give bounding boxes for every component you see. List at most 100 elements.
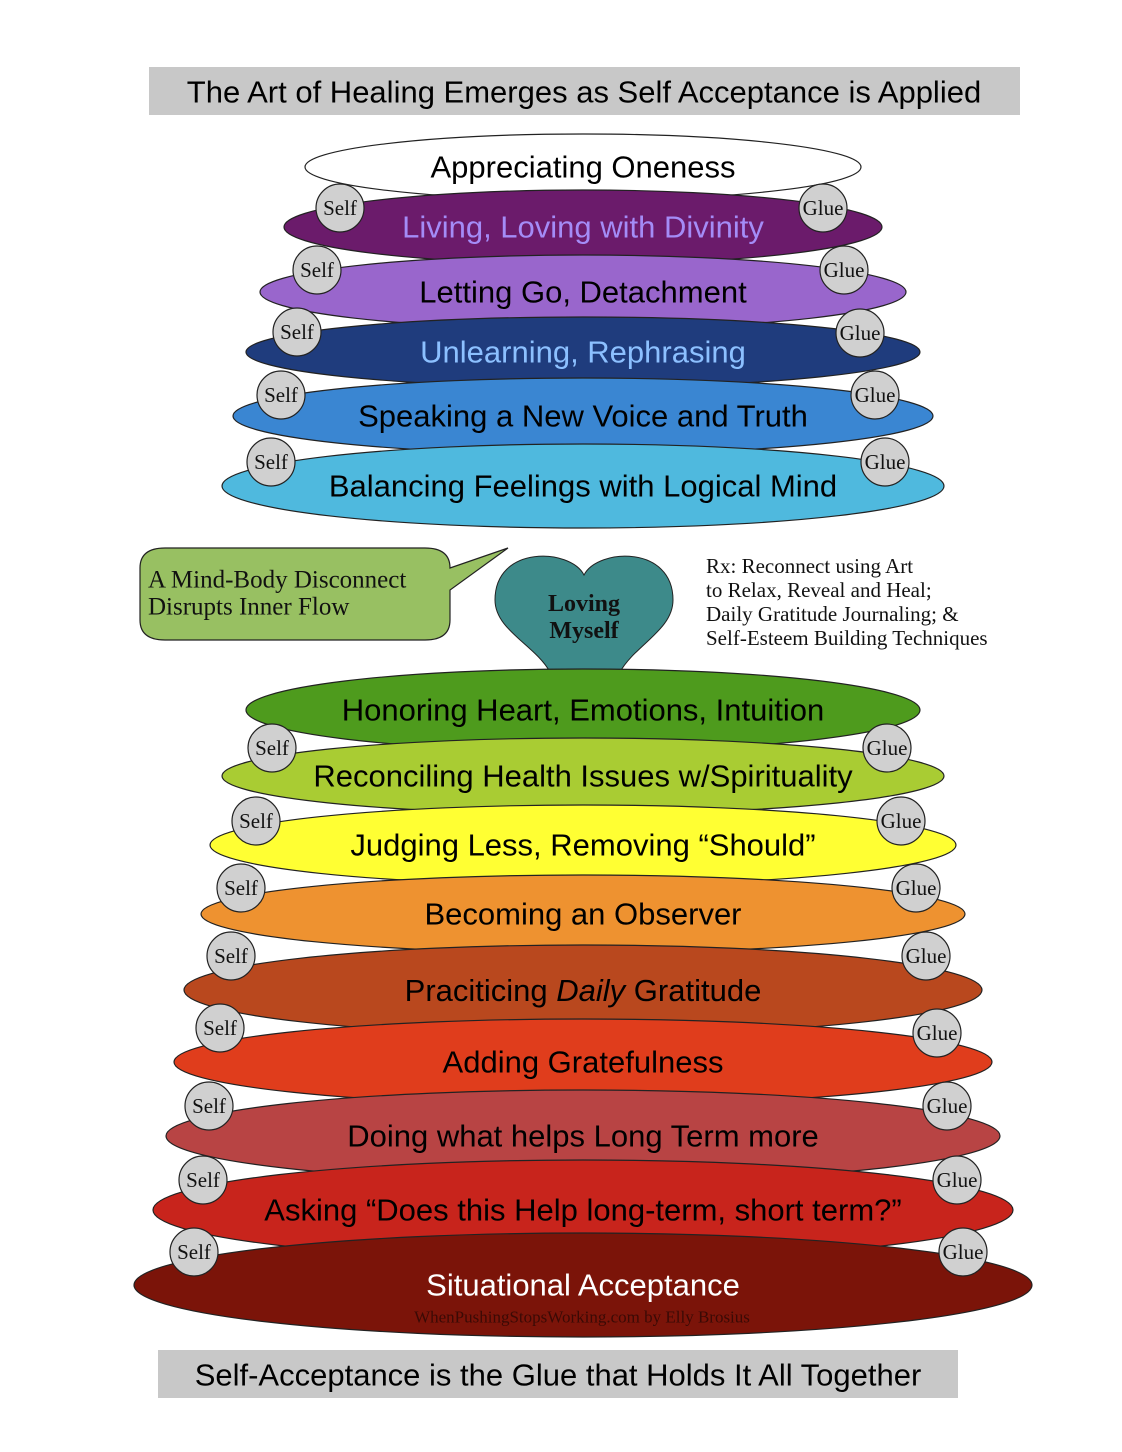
glue-badge-label: Glue bbox=[917, 1021, 958, 1045]
self-badge-label: Self bbox=[254, 450, 288, 474]
self-badge-circle bbox=[178, 1155, 228, 1205]
heart-line-2: Myself bbox=[549, 618, 619, 644]
layer-label: Praciticing Daily Gratitude bbox=[405, 973, 762, 1008]
lower-layer-5: Adding Gratefulness Self Glue bbox=[173, 1003, 993, 1106]
self-badge: Self bbox=[195, 1003, 245, 1053]
rx-line-1: Rx: Reconnect using Art bbox=[706, 554, 913, 578]
self-badge: Self bbox=[292, 245, 342, 295]
self-badge-circle bbox=[247, 723, 297, 773]
layer-label: Reconciling Health Issues w/Spirituality bbox=[313, 759, 853, 794]
self-badge: Self bbox=[246, 437, 296, 487]
glue-badge-circle bbox=[938, 1227, 988, 1277]
glue-badge: Glue bbox=[860, 437, 910, 487]
heart: Loving Myself bbox=[494, 555, 674, 673]
self-badge-circle bbox=[195, 1003, 245, 1053]
layer-ellipse bbox=[221, 443, 945, 529]
glue-badge: Glue bbox=[835, 308, 885, 358]
layer-label-part: Gratitude bbox=[625, 973, 761, 1008]
self-badge-label: Self bbox=[186, 1168, 220, 1192]
glue-badge-label: Glue bbox=[867, 736, 908, 760]
self-badge-label: Self bbox=[255, 736, 289, 760]
glue-badge: Glue bbox=[819, 245, 869, 295]
layer-label: Doing what helps Long Term more bbox=[347, 1119, 819, 1154]
self-badge: Self bbox=[169, 1227, 219, 1277]
speech-bubble-line-2: Disrupts Inner Flow bbox=[148, 594, 349, 621]
title: The Art of Healing Emerges as Self Accep… bbox=[187, 75, 981, 110]
self-badge-label: Self bbox=[214, 944, 248, 968]
glue-badge-circle bbox=[922, 1081, 972, 1131]
self-badge-circle bbox=[272, 307, 322, 357]
glue-badge: Glue bbox=[850, 370, 900, 420]
upper-layer-3: Unlearning, Rephrasing Self Glue bbox=[245, 307, 921, 388]
self-badge-label: Self bbox=[239, 809, 273, 833]
lower-layer-4: Praciticing Daily Gratitude Self Glue bbox=[183, 931, 983, 1036]
rx-line-4: Self-Esteem Building Techniques bbox=[706, 626, 988, 650]
self-badge: Self bbox=[178, 1155, 228, 1205]
glue-badge: Glue bbox=[922, 1081, 972, 1131]
self-badge: Self bbox=[184, 1081, 234, 1131]
glue-badge-label: Glue bbox=[937, 1168, 978, 1192]
lower-layer-7: Asking “Does this Help long-term, short … bbox=[152, 1155, 1014, 1261]
glue-badge: Glue bbox=[798, 183, 848, 233]
rx-note: Rx: Reconnect using Art to Relax, Reveal… bbox=[706, 554, 988, 650]
self-badge-label: Self bbox=[264, 383, 298, 407]
glue-badge-label: Glue bbox=[881, 809, 922, 833]
self-badge: Self bbox=[216, 863, 266, 913]
layer-label-part: Praciticing bbox=[405, 973, 557, 1008]
glue-badge: Glue bbox=[901, 931, 951, 981]
heart-line-1: Loving bbox=[548, 591, 620, 617]
layer-label: Unlearning, Rephrasing bbox=[420, 335, 746, 370]
layer-label: Speaking a New Voice and Truth bbox=[358, 399, 808, 434]
lower-layer-0: Honoring Heart, Emotions, Intuition bbox=[245, 668, 921, 752]
layer-label: Asking “Does this Help long-term, short … bbox=[264, 1193, 901, 1228]
upper-layer-4: Speaking a New Voice and Truth Self Glue bbox=[232, 370, 934, 455]
lower-layer-stack: Honoring Heart, Emotions, IntuitionRecon… bbox=[133, 668, 1033, 1338]
layer-label: Adding Gratefulness bbox=[443, 1045, 724, 1080]
glue-badge-label: Glue bbox=[865, 450, 906, 474]
self-badge-circle bbox=[206, 931, 256, 981]
layer-label: Becoming an Observer bbox=[424, 897, 741, 932]
glue-badge-circle bbox=[876, 796, 926, 846]
title-banner bbox=[149, 67, 1020, 115]
self-badge-label: Self bbox=[192, 1094, 226, 1118]
footer-banner bbox=[158, 1350, 958, 1398]
self-badge: Self bbox=[231, 796, 281, 846]
self-badge: Self bbox=[256, 370, 306, 420]
glue-badge-circle bbox=[912, 1008, 962, 1058]
glue-badge-circle bbox=[835, 308, 885, 358]
lower-layer-6: Doing what helps Long Term more Self Glue bbox=[165, 1081, 1001, 1183]
self-badge-circle bbox=[315, 183, 365, 233]
glue-badge-label: Glue bbox=[855, 383, 896, 407]
self-badge-circle bbox=[231, 796, 281, 846]
lower-layer-8: Situational Acceptance Self Glue bbox=[133, 1227, 1033, 1338]
glue-badge-label: Glue bbox=[906, 944, 947, 968]
self-badge-label: Self bbox=[323, 196, 357, 220]
self-badge: Self bbox=[315, 183, 365, 233]
glue-badge-circle bbox=[891, 863, 941, 913]
glue-badge-circle bbox=[862, 723, 912, 773]
self-badge-circle bbox=[292, 245, 342, 295]
self-badge-label: Self bbox=[203, 1016, 237, 1040]
layer-label: Situational Acceptance bbox=[426, 1268, 740, 1303]
glue-badge-label: Glue bbox=[896, 876, 937, 900]
glue-badge-circle bbox=[798, 183, 848, 233]
rx-line-2: to Relax, Reveal and Heal; bbox=[706, 578, 932, 602]
layer-label: Judging Less, Removing “Should” bbox=[350, 828, 815, 863]
glue-badge: Glue bbox=[938, 1227, 988, 1277]
self-badge-label: Self bbox=[280, 320, 314, 344]
upper-layer-0: Appreciating Oneness bbox=[304, 133, 862, 201]
self-badge-label: Self bbox=[177, 1240, 211, 1264]
upper-layer-5: Balancing Feelings with Logical MindSelf… bbox=[221, 437, 945, 529]
glue-badge-circle bbox=[932, 1155, 982, 1205]
rx-line-3: Daily Gratitude Journaling; & bbox=[706, 602, 959, 626]
self-badge-circle bbox=[184, 1081, 234, 1131]
layer-label: Appreciating Oneness bbox=[430, 150, 735, 185]
layer-ellipse bbox=[133, 1232, 1033, 1338]
glue-badge: Glue bbox=[876, 796, 926, 846]
glue-badge: Glue bbox=[891, 863, 941, 913]
speech-bubble-line-1: A Mind-Body Disconnect bbox=[148, 567, 406, 594]
glue-badge: Glue bbox=[862, 723, 912, 773]
